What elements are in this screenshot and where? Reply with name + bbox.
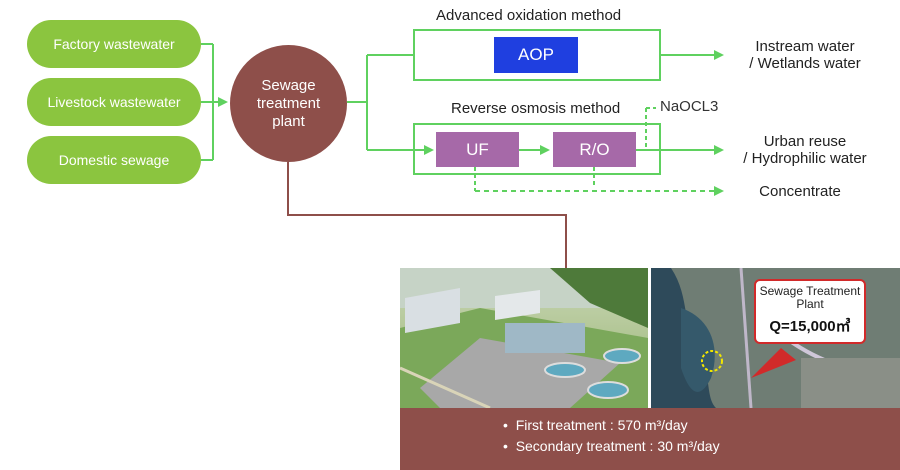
output-instream: Instream water / Wetlands water [735, 38, 875, 72]
naocl3-label: NaOCL3 [660, 98, 719, 115]
info-first-row: • First treatment : 570 m³/day [503, 417, 688, 433]
output-urban-line1: Urban reuse [763, 133, 847, 150]
plant-label-line1: Sewage [261, 76, 316, 94]
source-label: Factory wastewater [53, 36, 175, 52]
output-instream-line1: Instream water [755, 38, 855, 55]
source-label: Domestic sewage [58, 152, 170, 168]
uf-process-label: UF [466, 139, 489, 159]
uf-process-box: UF [436, 132, 519, 167]
info-second: Secondary treatment : 30 m³/day [515, 438, 720, 454]
plant-rendering-drawing [400, 268, 648, 408]
aop-process-label: AOP [518, 45, 554, 64]
source-label: Livestock wastewater [47, 94, 181, 110]
output-urban-line2: / Hydrophilic water [743, 150, 867, 167]
treatment-info-bar: • First treatment : 570 m³/day • Seconda… [400, 408, 900, 470]
aop-process-box: AOP [494, 37, 578, 73]
callout-title-line2: Plant [796, 297, 824, 311]
plant-label-line3: plant [272, 112, 305, 130]
plant-label-line2: treatment [256, 94, 321, 112]
bullet-dot: • [503, 438, 516, 454]
output-concentrate: Concentrate [759, 183, 841, 200]
info-first: First treatment : 570 m³/day [515, 417, 688, 433]
plant-rendering-image [400, 268, 648, 408]
callout-capacity: Q=15,000㎥ [769, 318, 851, 335]
callout-title-line1: Sewage Treatment [759, 284, 861, 298]
source-factory-wastewater: Factory wastewater [27, 20, 201, 68]
ro-process-label: R/O [579, 139, 610, 159]
output-urban: Urban reuse / Hydrophilic water [730, 133, 880, 167]
bullet-dot: • [503, 417, 516, 433]
callout-box: Sewage Treatment Plant Q=15,000㎥ [754, 279, 866, 344]
source-domestic-sewage: Domestic sewage [27, 136, 201, 184]
source-livestock-wastewater: Livestock wastewater [27, 78, 201, 126]
output-instream-line2: / Wetlands water [749, 55, 861, 72]
sewage-treatment-plant-node: Sewage treatment plant [230, 45, 347, 162]
ro-process-box: R/O [553, 132, 636, 167]
aop-method-title: Advanced oxidation method [436, 7, 622, 24]
ro-method-title: Reverse osmosis method [451, 100, 621, 117]
info-second-row: • Secondary treatment : 30 m³/day [503, 438, 720, 454]
